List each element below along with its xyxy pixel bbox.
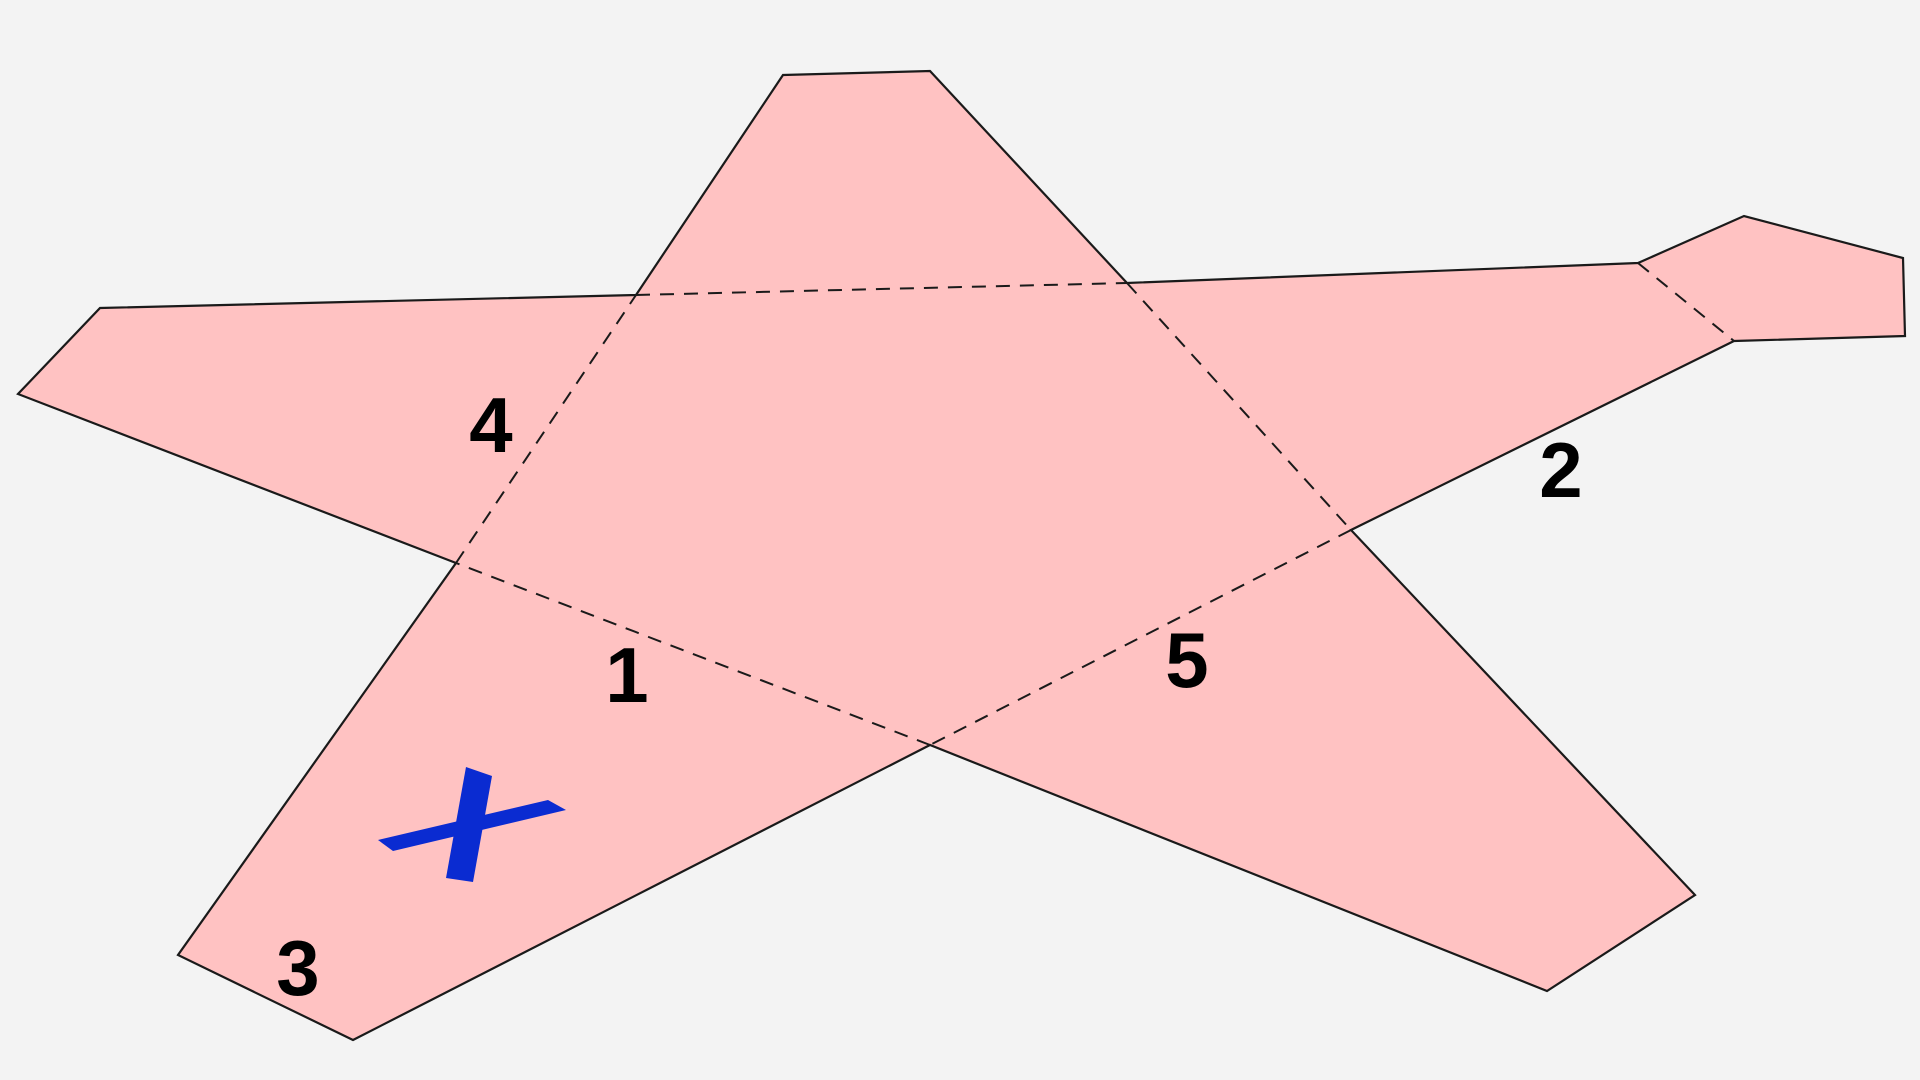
fold-line-flap [1637, 262, 1735, 342]
fold-line-right [1126, 282, 1352, 531]
fold-line-left [455, 294, 637, 564]
fold-line-lower-right [929, 529, 1352, 746]
cross-mark-icon [378, 767, 566, 882]
face-label-4: 4 [469, 381, 512, 469]
fold-line-lower-left [455, 562, 931, 746]
fold-lines [455, 262, 1735, 746]
fold-line-top [635, 282, 1128, 296]
face-label-5: 5 [1165, 616, 1208, 704]
face-label-2: 2 [1539, 426, 1582, 514]
face-label-3: 3 [276, 924, 319, 1012]
face-label-1: 1 [605, 631, 648, 719]
